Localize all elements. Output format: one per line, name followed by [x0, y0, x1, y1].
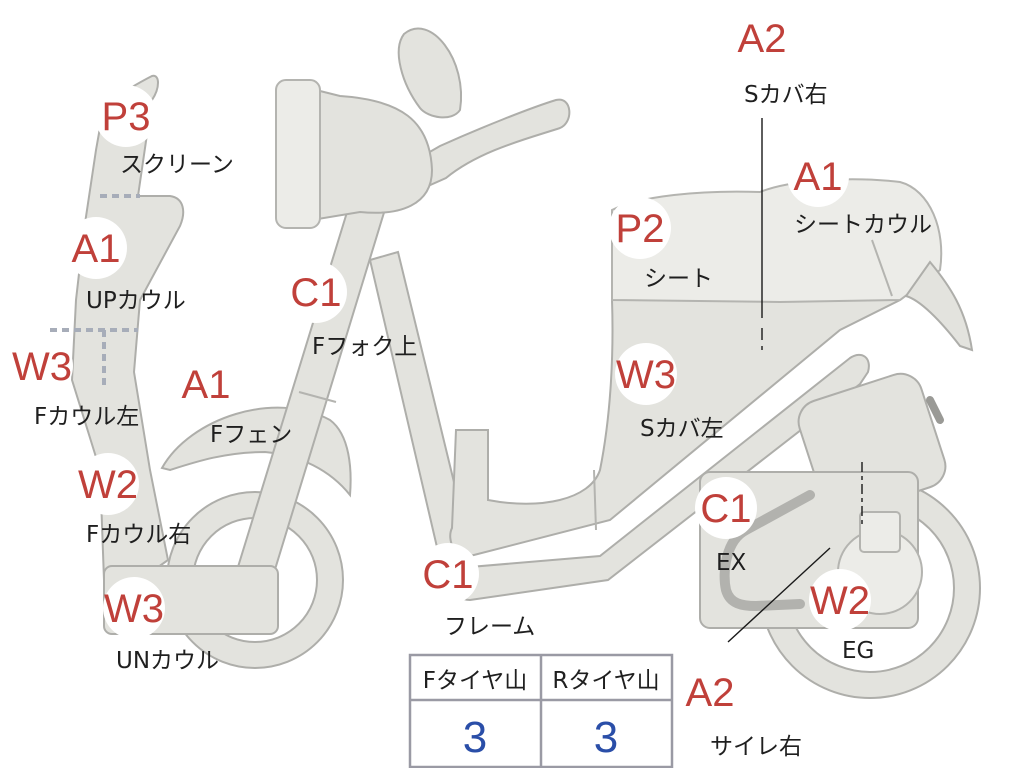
grade-code: W3	[104, 587, 164, 631]
grade-code: P3	[102, 95, 151, 139]
grade-badge	[285, 261, 347, 323]
grade-code: A1	[182, 363, 231, 407]
annotation-seat-cowl: A1 シートカウル	[787, 145, 932, 238]
grade-code: A1	[72, 227, 121, 271]
part-label: UNカウル	[116, 648, 219, 674]
front-tread-header: Fタイヤ山	[423, 668, 528, 694]
grade-badge	[65, 217, 127, 279]
grade-badge	[809, 569, 871, 631]
grade-badge	[787, 145, 849, 207]
grade-badge	[95, 85, 157, 147]
grade-code: A2	[738, 17, 787, 61]
part-label: Fフォク上	[312, 334, 417, 360]
annotation-seat: P2 シート	[609, 197, 713, 292]
part-label: スクリーン	[120, 152, 234, 178]
part-label: シートカウル	[794, 212, 932, 238]
part-label: フレーム	[444, 614, 535, 640]
grade-badge	[175, 353, 237, 415]
headlight-body-shape	[299, 84, 434, 224]
grade-code: W3	[12, 345, 72, 389]
grade-badge	[615, 343, 677, 405]
annotation-silencer-right: A2 サイレ右	[679, 661, 802, 760]
grade-code: A1	[794, 155, 843, 199]
grade-badge	[77, 453, 139, 515]
front-tread-value: 3	[463, 713, 487, 762]
part-label: Fカウル左	[34, 404, 139, 430]
grade-code: W2	[810, 579, 870, 623]
rear-tread-header: Rタイヤ山	[552, 668, 659, 694]
part-label: EX	[716, 550, 747, 576]
part-label: Sカバ右	[744, 82, 828, 108]
grade-badge	[103, 577, 165, 639]
grade-badge	[417, 543, 479, 605]
annotation-frame: C1 フレーム	[417, 543, 535, 640]
mirror-shape	[397, 27, 463, 119]
part-label: Fカウル右	[86, 522, 191, 548]
part-annotations: P3スクリーンA1UPカウルW3Fカウル左A1FフェンW2Fカウル右W3UNカウ…	[11, 7, 932, 760]
part-label: サイレ右	[710, 734, 802, 760]
grade-badge	[679, 661, 741, 723]
exhaust-pipe-shape	[719, 490, 815, 611]
grade-badge	[731, 7, 793, 69]
handlebar-shape	[393, 98, 571, 196]
rear-tread-value: 3	[594, 713, 618, 762]
part-label: シート	[644, 266, 713, 292]
tire-tread-table: Fタイヤ山 Rタイヤ山 3 3	[408, 653, 674, 768]
part-label: UPカウル	[86, 288, 186, 314]
part-label: Fフェン	[210, 422, 292, 448]
grade-code: P2	[616, 207, 665, 251]
grade-code: W2	[78, 463, 138, 507]
part-label: Sカバ左	[640, 416, 724, 442]
grade-badge	[695, 477, 757, 539]
grade-code: C1	[290, 271, 341, 315]
grade-code: W3	[616, 353, 676, 397]
tail-shape	[904, 260, 974, 352]
grade-code: C1	[422, 553, 473, 597]
headlight-lens-shape	[275, 79, 321, 229]
grade-badge	[11, 335, 73, 397]
part-label: EG	[842, 638, 874, 664]
annotation-screen: P3 スクリーン	[95, 85, 234, 178]
grade-badge	[609, 197, 671, 259]
grade-code: C1	[700, 487, 751, 531]
front-fender-shape	[160, 406, 352, 498]
grade-code: A2	[686, 671, 735, 715]
